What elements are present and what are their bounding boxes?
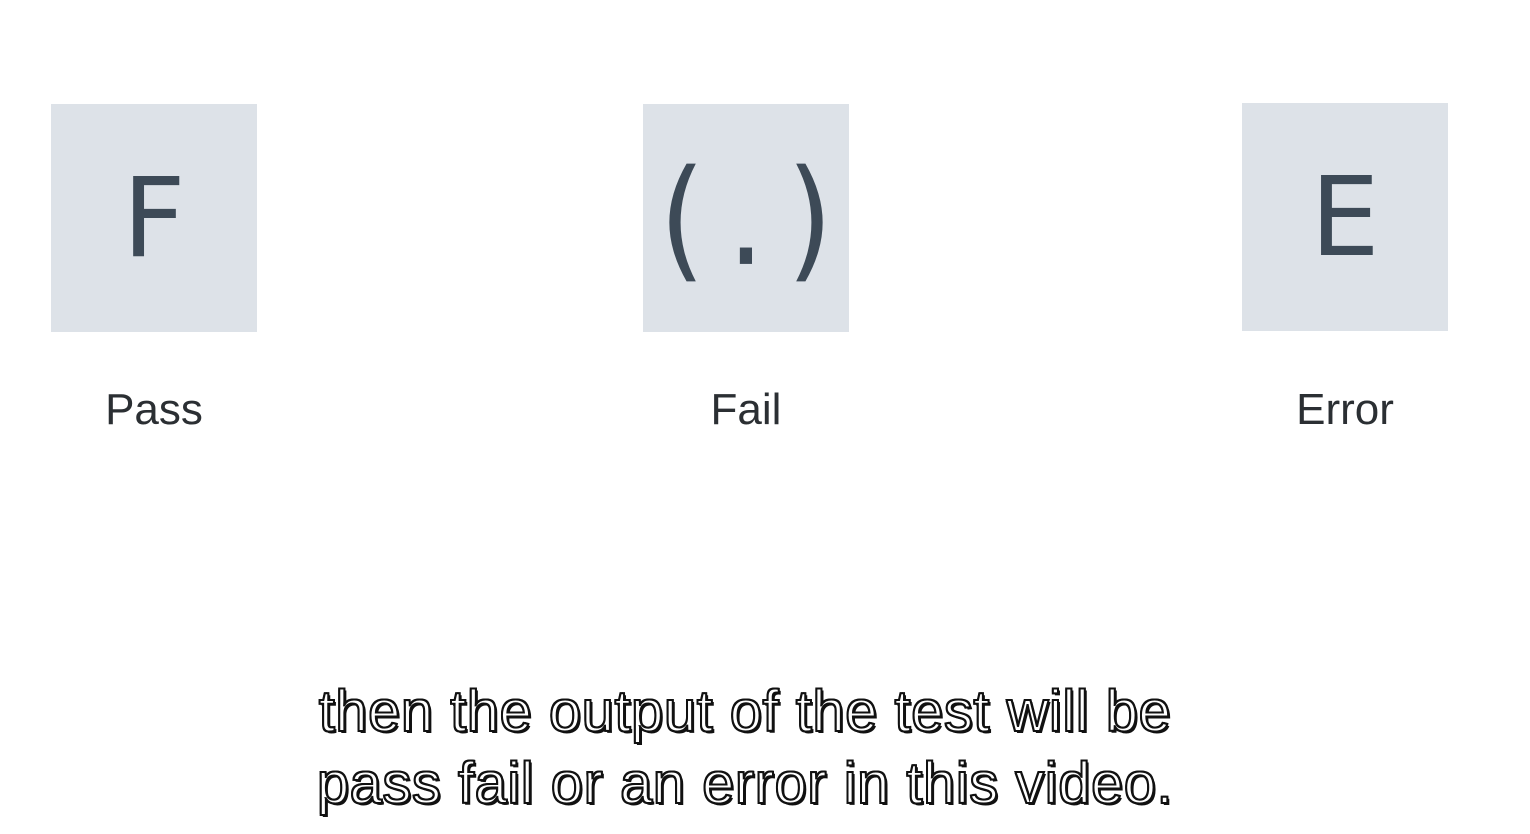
- error-symbol-tile: E: [1242, 103, 1448, 331]
- fail-symbol: (.): [659, 140, 855, 296]
- fail-symbol-tile: (.): [643, 104, 849, 332]
- subtitle-caption: then the output of the test will be pass…: [0, 676, 1490, 820]
- pass-label: Pass: [105, 385, 203, 434]
- pass-symbol-tile: F: [51, 104, 257, 332]
- error-label: Error: [1296, 385, 1394, 434]
- fail-label: Fail: [710, 385, 782, 434]
- error-symbol: E: [1310, 153, 1380, 281]
- subtitle-line-2: pass fail or an error in this video.: [316, 750, 1174, 817]
- pass-symbol: F: [122, 154, 186, 282]
- subtitle-line-1: then the output of the test will be: [318, 678, 1172, 745]
